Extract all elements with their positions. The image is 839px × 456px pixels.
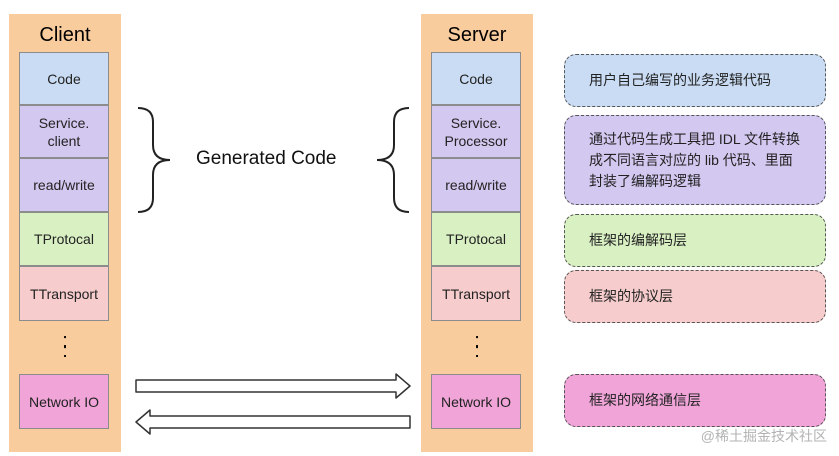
server-layer-tprotocol: TProtocal [431, 212, 521, 266]
server-title: Server [447, 24, 507, 46]
client-layer-readwrite-label: read/write [33, 177, 95, 193]
arrow-left [135, 409, 411, 435]
note-business-code-text: 用户自己编写的业务逻辑代码 [589, 72, 771, 88]
client-layer-ttransport: TTransport [19, 266, 109, 321]
client-layer-code-label: Code [47, 70, 81, 87]
client-layer-code: Code [19, 52, 109, 105]
client-layer-service-label: Service. client [38, 114, 90, 149]
right-brace [376, 107, 410, 213]
note-generated-lib: 通过代码生成工具把 IDL 文件转换成不同语言对应的 lib 代码、里面封装了编… [564, 115, 826, 205]
server-layer-networkio-label: Network IO [440, 393, 511, 410]
client-ellipsis: : : [62, 330, 68, 362]
note-business-code: 用户自己编写的业务逻辑代码 [564, 54, 826, 107]
note-network-layer-text: 框架的网络通信层 [589, 392, 701, 408]
server-layer-networkio: Network IO [431, 374, 521, 429]
client-title: Client [39, 24, 91, 46]
arrow-right [135, 373, 411, 399]
server-layer-tprotocol-label: TProtocal [446, 231, 506, 247]
note-generated-lib-text: 通过代码生成工具把 IDL 文件转换成不同语言对应的 lib 代码、里面封装了编… [589, 130, 801, 189]
note-protocol-layer: 框架的协议层 [564, 270, 826, 323]
server-layer-code-label: Code [459, 70, 493, 87]
client-layer-service: Service. client [19, 105, 109, 158]
client-layer-networkio: Network IO [19, 374, 109, 429]
note-protocol-layer-text: 框架的协议层 [589, 288, 673, 304]
server-layer-readwrite-label: read/write [445, 177, 507, 193]
server-layer-service: Service. Processor [431, 105, 521, 158]
server-column: Server Code Service. Processor read/writ… [421, 14, 533, 452]
note-codec-layer: 框架的编解码层 [564, 214, 826, 267]
server-layer-ttransport: TTransport [431, 266, 521, 321]
client-layer-tprotocol-label: TProtocal [34, 231, 94, 247]
note-network-layer: 框架的网络通信层 [564, 374, 826, 427]
server-layer-readwrite: read/write [431, 158, 521, 212]
client-layer-tprotocol: TProtocal [19, 212, 109, 266]
client-layer-networkio-label: Network IO [28, 393, 99, 410]
note-codec-layer-text: 框架的编解码层 [589, 232, 687, 248]
watermark: @稀土掘金技术社区 [700, 428, 827, 444]
server-ellipsis: : : [474, 330, 480, 362]
generated-code-label: Generated Code [196, 148, 337, 169]
server-layer-ttransport-label: TTransport [442, 285, 510, 302]
server-layer-service-label: Service. Processor [444, 114, 508, 149]
client-column: Client Code Service. client read/write T… [9, 14, 121, 452]
server-layer-code: Code [431, 52, 521, 105]
client-layer-readwrite: read/write [19, 158, 109, 212]
client-layer-ttransport-label: TTransport [30, 285, 98, 302]
left-brace [137, 107, 171, 213]
